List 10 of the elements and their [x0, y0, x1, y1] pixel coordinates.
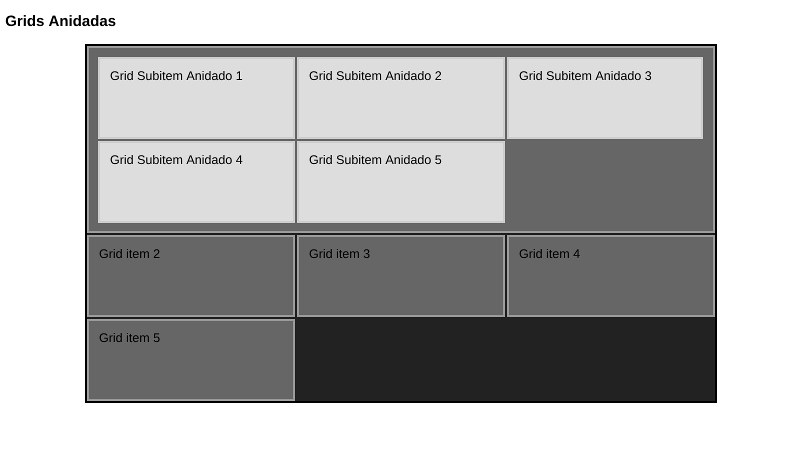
nested-grid-item: Grid Subitem Anidado 2	[297, 57, 505, 139]
nested-grid-item: Grid Subitem Anidado 4	[98, 141, 295, 223]
grid-item: Grid item 5	[87, 319, 295, 401]
nested-grid-item: Grid Subitem Anidado 3	[507, 57, 703, 139]
title: Grids Anidadas	[6, 15, 116, 26]
grid-item: Grid item 3	[297, 235, 505, 317]
nested-grid-item: Grid Subitem Anidado 1	[98, 57, 295, 139]
grid-item: Grid item 2	[87, 235, 295, 317]
nested-grid-item: Grid Subitem Anidado 5	[297, 141, 505, 223]
grid-item: Grid item 4	[507, 235, 715, 317]
